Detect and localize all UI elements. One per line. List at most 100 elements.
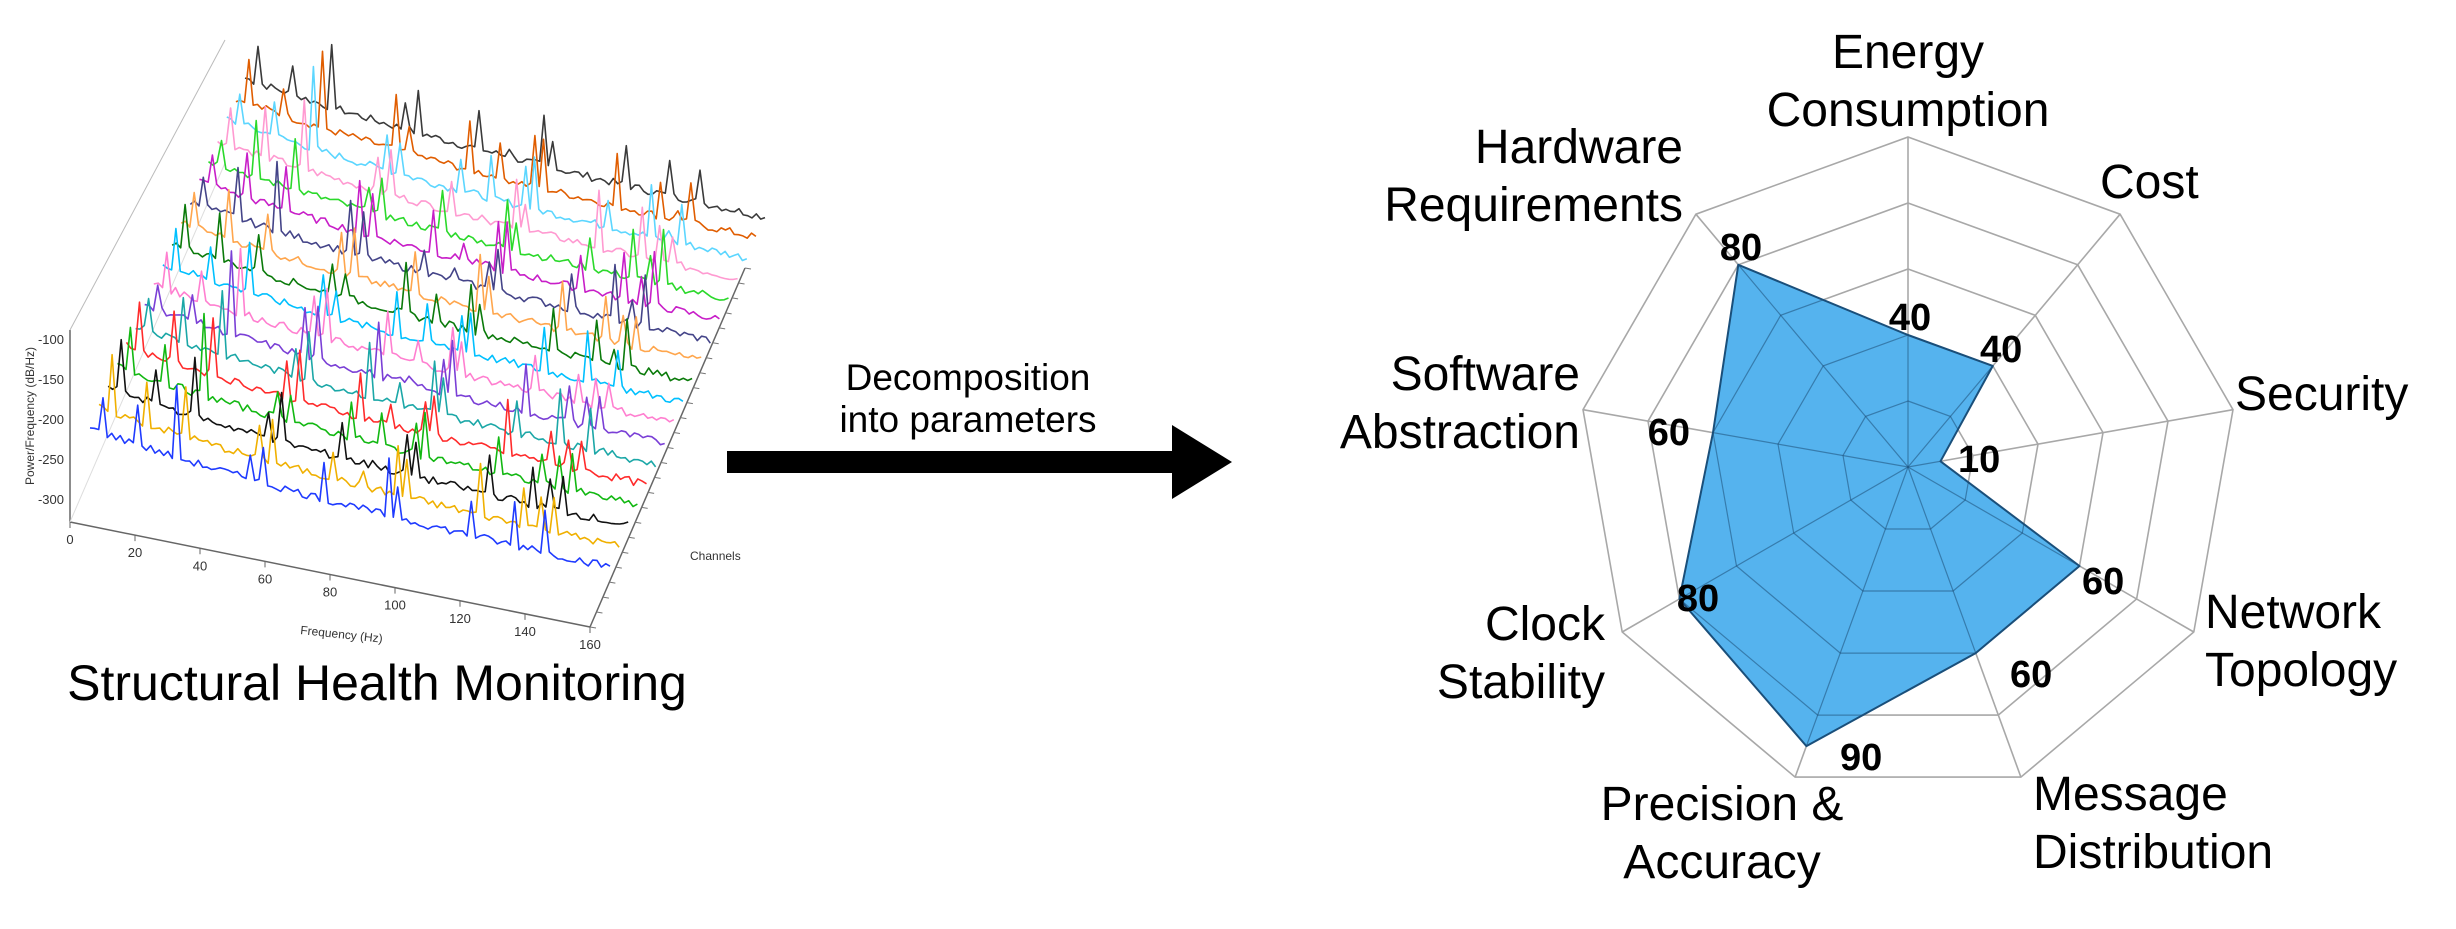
z-tick-mark-3 [609,581,616,584]
x-tick-label-1: 20 [128,545,142,560]
z-tick-mark-4 [615,566,622,569]
z-tick-mark-16 [693,387,700,390]
radar-axis-label-4-line-0: Message [2033,768,2228,821]
z-axis-label: Channels [690,549,741,563]
spectral-series-0 [89,384,611,568]
radar-ring-4 [1647,202,2169,716]
radar-axis-label-8-line-1: Requirements [1384,179,1683,232]
z-tick-mark-15 [686,402,693,405]
radar-spoke-over-5 [1794,466,1909,747]
y-tick-label-2: -200 [38,412,64,427]
z-tick-mark-1 [596,611,603,614]
radar-value-label-2: 10 [1958,439,2000,481]
y-tick-label-4: -300 [38,492,64,507]
radar-axis-label-3-line-0: Network [2205,586,2382,639]
radar-axis-label-5-line-0: Precision & [1601,778,1844,831]
z-tick-mark-7 [635,521,642,524]
z-tick-mark-0 [589,626,597,629]
radar-value-label-4: 60 [2010,654,2052,696]
plot-back-floor [69,162,226,523]
z-tick-mark-23 [738,282,745,285]
z-tick-mark-21 [725,312,732,315]
radar-axis-label-6-line-0: Clock [1485,598,1606,651]
x-tick-label-0: 0 [66,532,73,547]
z-tick-mark-22 [732,297,739,300]
radar-value-label-0: 40 [1889,297,1931,339]
radar-ring-5 [1582,136,2234,778]
z-tick-mark-17 [699,372,706,375]
radar-value-label-6: 80 [1677,578,1719,620]
spectral-series-group [89,43,766,568]
x-axis-label: Frequency (Hz) [300,623,384,646]
left-caption: Structural Health Monitoring [67,655,687,711]
radar-spoke-over-6 [1679,466,1909,633]
spectral-series-16 [235,50,757,239]
z-tick-mark-18 [706,357,713,360]
z-tick-mark-9 [648,491,655,494]
radar-value-label-8: 80 [1720,227,1762,269]
arrow-label-line1: Decomposition [846,357,1091,398]
arrow-shaft [727,451,1197,473]
z-tick-mark-24 [744,267,752,270]
radar-axis-label-1-line-0: Cost [2100,156,2199,209]
radar-axis-label-6-line-1: Stability [1437,656,1605,709]
spectral-3d-plot: 0 20 40 60 80 100 120 140 160 -100 -150 -200 -250 -3… [23,39,766,652]
y-tick-label-0: -100 [38,332,64,347]
z-tick-mark-6 [628,536,635,539]
radar-value-area [1678,263,2081,748]
z-tick-mark-11 [660,461,668,464]
x-tick-label-4: 80 [323,585,337,600]
z-tick-mark-5 [622,551,629,554]
x-tick-label-8: 160 [579,637,601,652]
spectral-series-1 [98,353,620,548]
radar-value-label-5: 90 [1840,737,1882,779]
radar-axis-label-7-line-1: Abstraction [1340,406,1580,459]
z-tick-mark-8 [641,506,648,509]
radar-spoke-over-3 [1907,466,2080,633]
z-tick-mark-14 [680,417,687,420]
spectral-series-9 [171,203,693,382]
radar-axis-label-8-line-0: Hardware [1475,121,1683,174]
radar-value-label-7: 60 [1648,412,1690,454]
y-tick-label-3: -250 [38,452,64,467]
z-tick-marks [589,267,752,629]
spectral-series-12 [199,152,720,320]
radar-axis-label-5-line-1: Accuracy [1623,836,1820,889]
arrow-label-line2: into parameters [839,399,1096,440]
x-tick-label-2: 40 [193,558,207,573]
radar-axis-label-2-line-0: Security [2235,368,2408,421]
spectral-series-10 [180,189,702,359]
radar-spoke-over-8 [1695,264,1909,468]
z-tick-mark-2 [602,596,609,599]
radar-axis-label-7-line-0: Software [1391,348,1580,401]
z-tick-mark-19 [712,342,719,345]
z-tick-mark-13 [673,432,681,435]
y-axis-label: Power/Frequency (dB/Hz) [23,347,37,485]
x-tick-label-5: 100 [384,598,406,613]
z-tick-mark-10 [654,476,661,479]
x-tick-label-7: 140 [514,624,536,639]
spectral-series-13 [208,119,729,301]
spectral-series-6 [144,250,665,446]
z-tick-mark-12 [667,447,674,449]
x-tick-labels: 0 20 40 60 80 100 120 140 160 [66,522,601,652]
x-tick-label-3: 60 [258,571,272,586]
spectral-series-17 [244,43,766,220]
radar-value-label-3: 60 [2082,561,2124,603]
spectral-series-4 [125,301,647,487]
y-tick-labels: -100 -150 -200 -250 -300 [38,332,64,507]
radar-axis-label-3-line-1: Topology [2205,644,2397,697]
arrow-head [1172,425,1232,499]
z-tick-mark-20 [719,327,726,330]
plot-back-edge [69,39,226,331]
spectral-series-15 [226,65,748,262]
radar-spoke-2 [1907,408,2234,468]
x-tick-label-6: 120 [449,611,471,626]
decomposition-arrow[interactable] [727,425,1232,499]
radar-axis-label-0-line-1: Consumption [1767,84,2050,137]
y-tick-label-1: -150 [38,372,64,387]
radar-spoke-over-7 [1679,409,1909,468]
